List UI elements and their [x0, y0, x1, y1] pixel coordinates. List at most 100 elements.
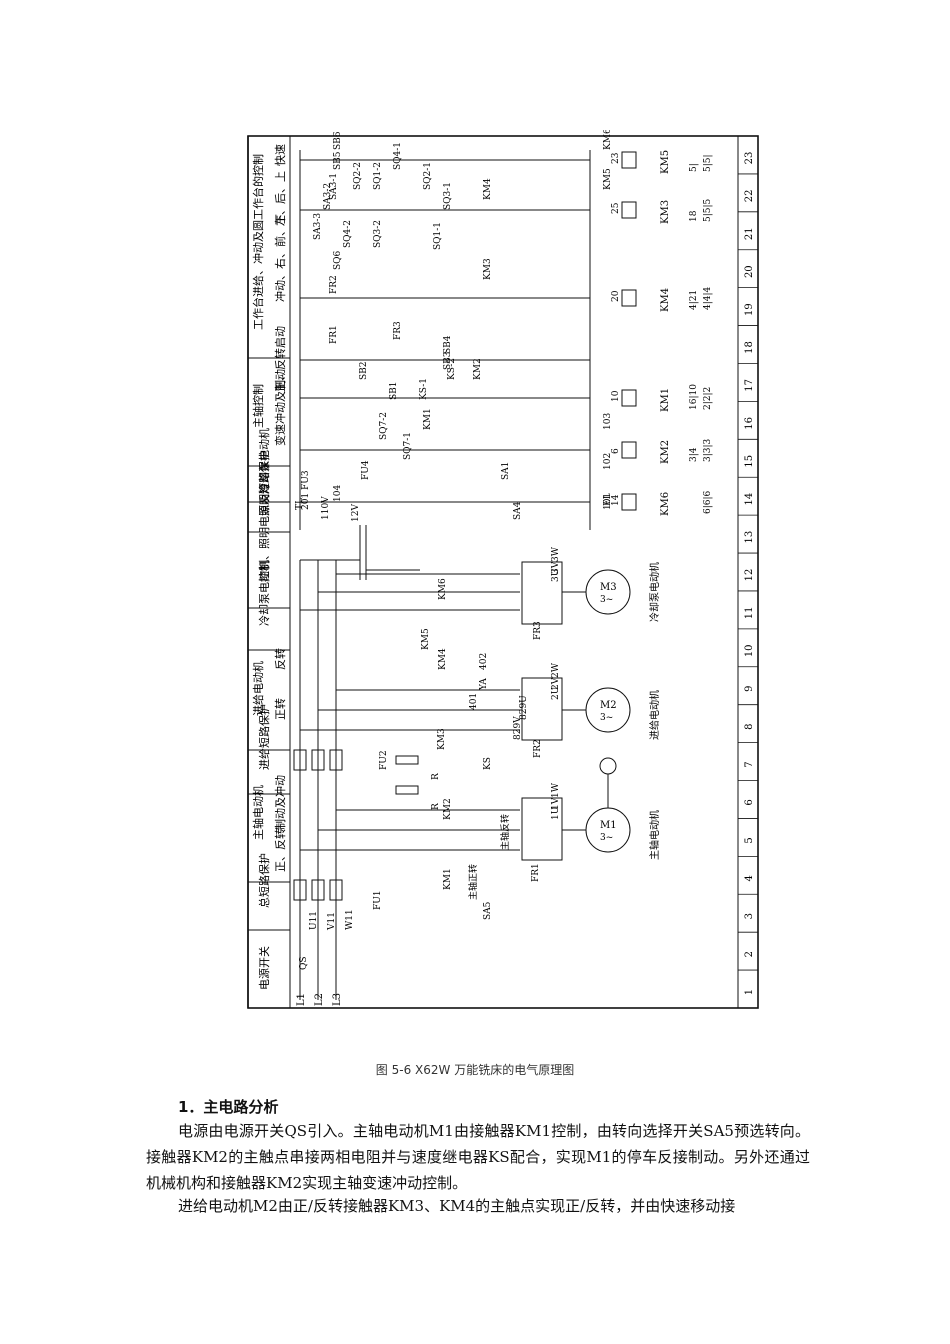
control-label: KM1	[423, 408, 433, 430]
control-label: KS-1	[419, 378, 429, 400]
header-feed-sub-1: 正转	[273, 698, 287, 720]
header-feed-protection: 进给短路保护	[257, 704, 271, 770]
control-label: EL	[603, 493, 613, 506]
column-number: 9	[744, 686, 755, 692]
control-circuit	[299, 150, 591, 530]
control-label: KM3	[483, 258, 493, 280]
control-label: KM5	[603, 168, 613, 190]
control-label: SQ3-2	[373, 220, 383, 248]
contact-ref: 5|5|5	[703, 198, 713, 222]
control-label: SQ1-1	[433, 222, 443, 250]
component-label: QS	[299, 956, 309, 970]
control-label: 102	[603, 453, 613, 470]
column-number: 1	[744, 989, 755, 995]
coil-number: 20	[611, 290, 621, 302]
header-dividers	[248, 357, 290, 931]
column-number: 8	[744, 723, 755, 729]
contact-ref-top: 18	[689, 210, 699, 222]
component-label: U11	[309, 911, 319, 930]
control-label: SQ3-1	[443, 182, 453, 210]
header-control-power: 控制、照明电源及短路保护	[257, 450, 271, 582]
control-label: 104	[333, 485, 343, 502]
header-table-control: 工作台进给、冲动及圆工作台的控制	[251, 154, 265, 330]
supply-label: L2	[314, 993, 325, 1006]
control-label: FU4	[361, 460, 371, 480]
control-label: KM2	[473, 358, 483, 380]
header-power-switch: 电源开关	[257, 946, 271, 990]
control-label: 110V	[321, 496, 331, 520]
header-spindle-control: 主轴控制	[251, 384, 265, 428]
coil-label: KM3	[660, 200, 671, 224]
paragraph: 电源由电源开关QS引入。主轴电动机M1由接触器KM1控制，由转向选择开关SA5预…	[146, 1122, 810, 1192]
contact-ref-top: 5|	[689, 163, 699, 172]
control-label: SQ2-2	[353, 162, 363, 190]
column-number: 2	[744, 951, 755, 957]
diagram-frame	[247, 135, 759, 1009]
control-label: FU3	[301, 470, 311, 490]
header-lamp: 照明灯	[258, 483, 271, 516]
component-label: 1V	[551, 797, 561, 810]
column-number: 18	[744, 341, 755, 354]
component-label: W11	[345, 909, 355, 930]
supply-label: L3	[332, 993, 343, 1006]
control-label: FR1	[329, 325, 339, 344]
coil-label: KM4	[660, 288, 671, 312]
control-label: SB1	[389, 381, 399, 400]
column-number: 21	[744, 227, 755, 240]
component-label: KM3	[437, 728, 447, 750]
control-label: SQ6	[333, 250, 343, 270]
component-label: TL	[295, 498, 305, 510]
component-label: FR3	[533, 621, 543, 640]
motor-label: 冷却泵电动机	[648, 562, 661, 622]
header-table-sub-3: 快速	[274, 144, 287, 166]
header-spindle-sub-2: 制动及冲动	[273, 775, 287, 830]
control-label: SQ4-1	[393, 142, 403, 170]
contact-ref: 3|3|3	[703, 438, 713, 462]
motor-phase: 3~	[600, 713, 613, 723]
component-label: 401	[469, 693, 479, 710]
coil-label: KM5	[660, 150, 671, 174]
component-label: 主轴正转	[467, 864, 479, 900]
main-circuit	[293, 525, 631, 1000]
control-label: KM6	[603, 130, 613, 150]
motor-name: M3	[600, 582, 617, 593]
column-number: 22	[744, 190, 755, 203]
control-label: SB2	[359, 361, 369, 380]
contact-ref: 6|6|6	[703, 490, 713, 514]
component-label: 2V	[551, 677, 561, 690]
component-label: KM2	[443, 798, 453, 820]
control-label: FR3	[393, 321, 403, 340]
coil-number: 23	[611, 152, 621, 164]
component-label: R	[431, 803, 441, 810]
component-label: KM5	[421, 628, 431, 650]
coil-label: KM2	[660, 440, 671, 464]
control-label: 103	[603, 413, 613, 430]
coil	[621, 289, 637, 307]
control-label: SQ1-2	[373, 162, 383, 190]
component-label: R	[431, 773, 441, 780]
column-number: 19	[744, 303, 755, 316]
column-number: 13	[744, 531, 755, 544]
header-titles: 电源开关 总短路保护 主轴电动机 正、反转 制动及冲动 进给短路保护 进给电动机…	[251, 144, 287, 990]
control-label: KM4	[483, 178, 493, 200]
control-label: SB6	[333, 131, 343, 150]
column-number: 16	[744, 417, 755, 430]
control-label: SQ2-1	[423, 162, 433, 190]
column-number: 4	[744, 875, 755, 881]
header-table-sub-1: 冲动、右、前、下	[273, 214, 287, 302]
component-label: 402	[479, 653, 489, 670]
component-label: 829V	[513, 716, 523, 740]
column-number: 14	[744, 493, 755, 506]
column-number: 10	[744, 644, 755, 657]
header-total-protection: 总短路保护	[257, 853, 271, 908]
column-number: 20	[744, 265, 755, 278]
control-label: SQ7-2	[379, 412, 389, 440]
motor-name: M2	[600, 700, 617, 711]
component-label: FU2	[379, 750, 389, 770]
column-number: 7	[744, 761, 755, 767]
control-label: 12V	[351, 504, 361, 522]
coil-number: 10	[611, 390, 621, 402]
header-coolant-motor: 冷却泵电动机	[257, 560, 271, 626]
